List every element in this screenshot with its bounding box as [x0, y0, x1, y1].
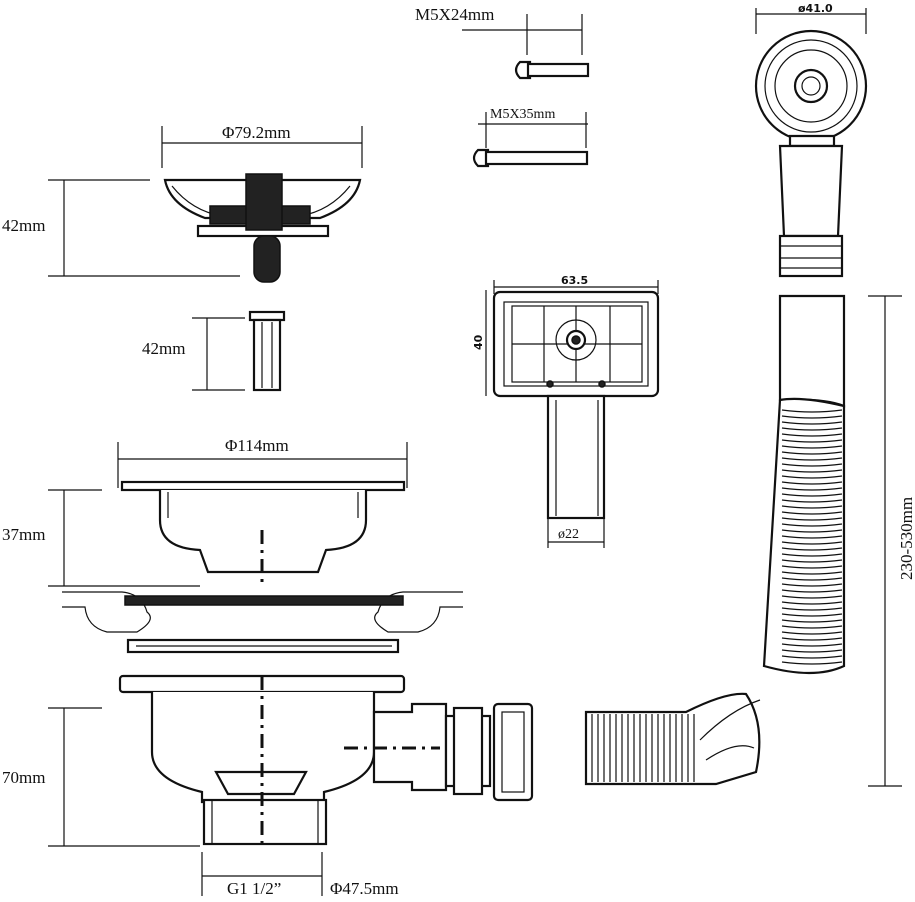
hose-rib: [781, 571, 843, 575]
hose-rib: [781, 553, 843, 557]
hose-rib: [781, 481, 843, 485]
thread-label: G1 1/2”: [227, 879, 281, 898]
screw-short-label: M5X24mm: [415, 5, 494, 24]
corrugated-hose: 230-530mm: [762, 294, 915, 787]
outlet-diameter-label: Φ47.5mm: [330, 879, 399, 898]
hose-rib: [781, 649, 843, 653]
hose-rib: [781, 607, 843, 611]
sink-cutaway: [62, 591, 463, 654]
hose-rib: [781, 613, 843, 617]
hose-rib: [781, 421, 843, 425]
screw-long-label: M5X35mm: [490, 107, 555, 122]
hose-rib: [781, 493, 843, 497]
basket-height-label: 42mm: [2, 216, 45, 235]
hose-rib: [781, 511, 843, 515]
hose-rib: [781, 523, 843, 527]
hose-rib: [781, 565, 843, 569]
hose-rib: [781, 469, 843, 473]
hose-rib: [781, 409, 843, 413]
hose-rib: [781, 529, 843, 533]
corrugated-hose-end: [584, 692, 761, 786]
hose-rib: [781, 445, 843, 449]
hose-rib: [781, 439, 843, 443]
hose-rib: [781, 583, 843, 587]
hose-length-label: 230-530mm: [897, 497, 915, 580]
hose-rib: [781, 601, 843, 605]
hose-rib: [781, 559, 843, 563]
body-height-label: 70mm: [2, 768, 45, 787]
pin-height-label: 42mm: [142, 339, 185, 358]
hose-rib: [781, 463, 843, 467]
hose-rib: [781, 619, 843, 623]
hose-rib: [781, 547, 843, 551]
drain-body: 70mm G1 1/2” Φ47.5mm: [2, 674, 534, 898]
hose-rib: [781, 661, 843, 665]
hose-rib: [781, 631, 843, 635]
hose-rib: [781, 427, 843, 431]
hose-rib: [781, 517, 843, 521]
overflow-height-label: 40: [472, 334, 485, 350]
flange-diameter-label: Φ114mm: [225, 436, 289, 455]
hose-rib: [781, 655, 843, 659]
strainer-basket: Φ79.2mm 42mm: [2, 123, 363, 283]
hose-rib: [781, 589, 843, 593]
screw-long: M5X35mm: [472, 107, 589, 168]
hose-rib: [781, 433, 843, 437]
hose-rib: [781, 505, 843, 509]
hose-rib: [781, 457, 843, 461]
hose-rib: [781, 595, 843, 599]
hose-rib: [781, 637, 843, 641]
pin: 42mm: [142, 310, 286, 392]
sink-flange: Φ114mm 37mm: [2, 436, 408, 587]
hose-rib: [781, 415, 843, 419]
hose-rib: [781, 535, 843, 539]
hose-rib: [781, 541, 843, 545]
basket-diameter-label: Φ79.2mm: [222, 123, 291, 142]
hose-rib: [781, 577, 843, 581]
hose-rib: [781, 499, 843, 503]
hose-rib: [781, 487, 843, 491]
hose-rib: [781, 643, 843, 647]
hose-rib: [781, 451, 843, 455]
overflow-pipe-label: ø22: [558, 527, 579, 542]
screw-short: M5X24mm: [415, 5, 590, 80]
overflow-connector: ø41.0: [754, 2, 868, 278]
hose-rib: [781, 475, 843, 479]
flange-height-label: 37mm: [2, 525, 45, 544]
overflow-plate: 63.5 40 ø22: [472, 274, 660, 548]
hose-rib: [781, 625, 843, 629]
cap-diameter-label: ø41.0: [798, 2, 833, 15]
overflow-width-label: 63.5: [561, 274, 588, 287]
